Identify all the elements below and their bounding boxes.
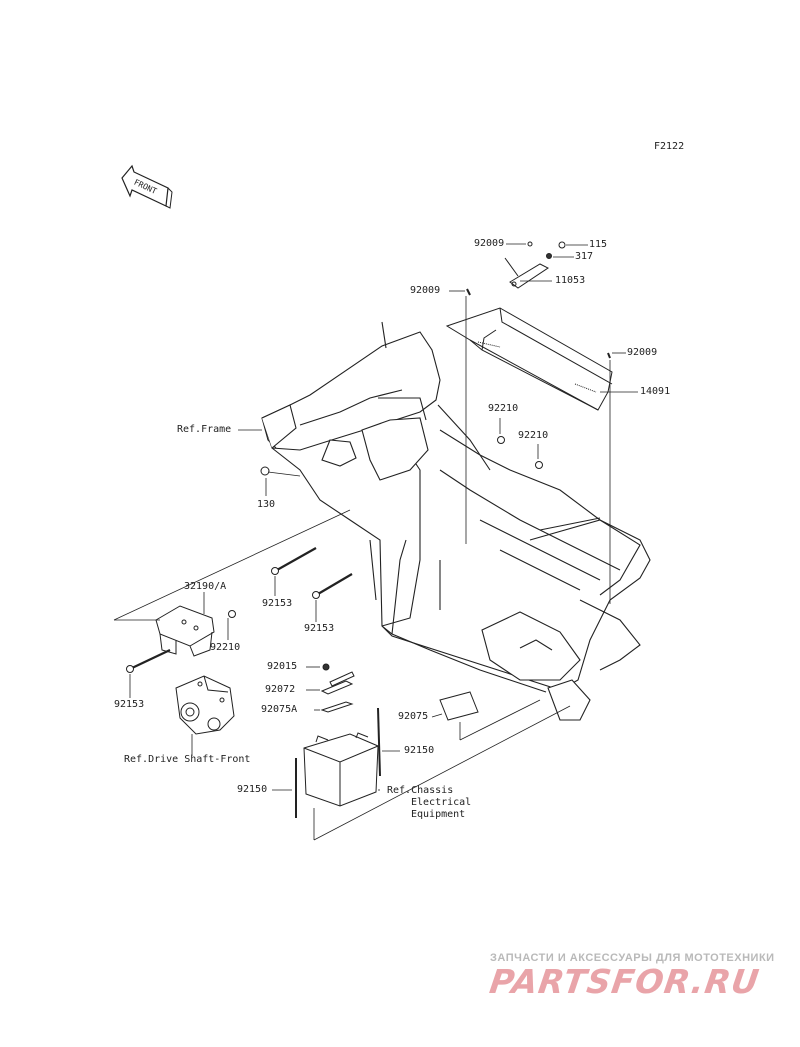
diagram-code: F2122 [654, 141, 685, 152]
label-92009: 92009 [627, 347, 658, 358]
label-92150: 92150 [237, 784, 268, 795]
main-frame [261, 321, 651, 721]
label-92210: 92210 [210, 642, 241, 653]
label-92210: 92210 [518, 430, 549, 441]
label-92075: 92075 [398, 711, 429, 722]
label-92150: 92150 [404, 745, 435, 756]
label-92015: 92015 [267, 661, 298, 672]
label-92153: 92153 [262, 598, 293, 609]
label-32190: 32190/A [184, 581, 227, 592]
label-92210: 92210 [488, 403, 519, 414]
bracket-32190 [155, 605, 236, 657]
label-ref-chassis-electrical: Electrical [411, 797, 472, 808]
label-92072: 92072 [265, 684, 296, 695]
label-11053: 11053 [555, 275, 586, 286]
label-ref-frame: Ref.Frame [177, 424, 232, 435]
label-92009: 92009 [474, 238, 505, 249]
battery [295, 663, 479, 818]
label-ref-drive-shaft: Ref.Drive Shaft-Front [124, 754, 251, 765]
front-arrow-icon: FRONT [121, 164, 173, 209]
leader-lines [113, 243, 638, 841]
bracket-11053 [504, 241, 566, 289]
label-ref-chassis-equipment: Equipment [411, 809, 466, 820]
label-92009: 92009 [410, 285, 441, 296]
label-92075a: 92075A [261, 704, 298, 715]
label-ref-chassis: Ref.Chassis [387, 785, 454, 796]
watermark-logo: PARTSFOR.RU [487, 962, 763, 1001]
watermark-tagline: ЗАПЧАСТИ И АКСЕССУАРЫ ДЛЯ МОТОТЕХНИКИ [490, 952, 775, 964]
label-317: 317 [575, 251, 594, 262]
bolt-92153 [126, 288, 611, 673]
label-115: 115 [589, 239, 608, 250]
label-130: 130 [257, 499, 276, 510]
front-gear-case [175, 675, 235, 735]
cover-plate-14091 [445, 307, 613, 411]
label-14091: 14091 [640, 386, 671, 397]
label-92153: 92153 [304, 623, 335, 634]
label-92153: 92153 [114, 699, 145, 710]
